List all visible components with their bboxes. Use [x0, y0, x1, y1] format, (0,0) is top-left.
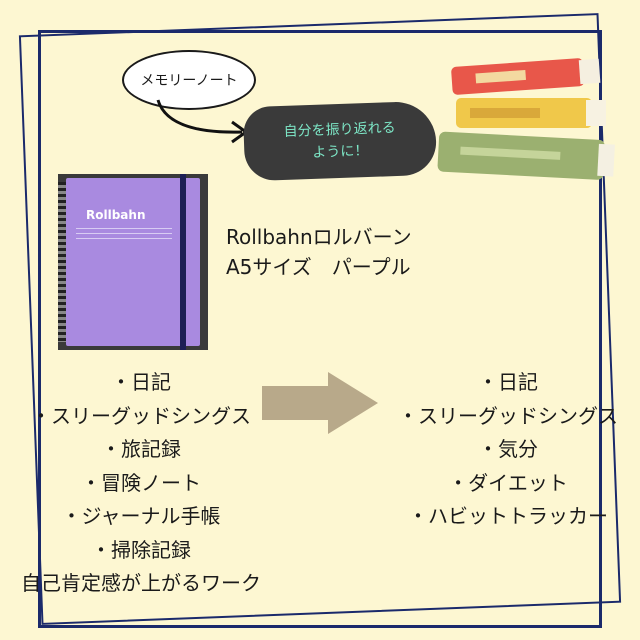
list-item: ・旅記録: [101, 437, 181, 461]
list-item: ・スリーグッドシングス: [398, 403, 618, 428]
blob-text-1: 自分を振り返れる: [283, 120, 396, 140]
notebook-cover: [66, 178, 200, 346]
product-name: Rollbahnロルバーン: [226, 225, 412, 249]
spiral-binding: [58, 182, 66, 342]
list-item: ・ジャーナル手帳: [61, 504, 221, 528]
before-list: ・日記 ・スリーグッドシングス ・旅記録 ・冒険ノート ・ジャーナル手帳 ・掃除…: [6, 366, 276, 601]
after-list: ・日記 ・スリーグッドシングス ・気分 ・ダイエット ・ハビットトラッカー: [380, 366, 636, 534]
elastic-band: [180, 174, 186, 350]
list-item: ・日記: [111, 370, 171, 394]
note-blob: 自分を振り返れる ように！: [242, 100, 438, 182]
cover-fine-print: [76, 228, 172, 239]
list-item: ・日記: [478, 370, 538, 394]
list-item: ・ダイエット: [448, 470, 568, 495]
notebook-brand: Rollbahn: [86, 208, 146, 222]
list-item: ・掃除記録: [91, 537, 191, 562]
bubble-text: メモリーノート: [140, 73, 238, 89]
books-icon: [437, 58, 615, 180]
blob-text-2: ように！: [312, 143, 369, 161]
frame-inner: [38, 30, 602, 628]
list-item: ・冒険ノート: [81, 470, 201, 495]
list-item: ・スリーグッドシングス: [31, 403, 251, 428]
product-size-color: A5サイズ パープル: [226, 255, 411, 279]
product-info: Rollbahnロルバーン A5サイズ パープル: [226, 222, 412, 282]
list-item: 自己肯定感が上がるワーク: [21, 571, 261, 595]
list-item: ・気分: [478, 437, 538, 461]
speech-bubble: メモリーノート: [122, 50, 256, 110]
right-arrow-icon: [262, 372, 378, 434]
notebook-photo: Rollbahn: [58, 174, 208, 350]
list-item: ・ハビットトラッカー: [408, 504, 608, 528]
